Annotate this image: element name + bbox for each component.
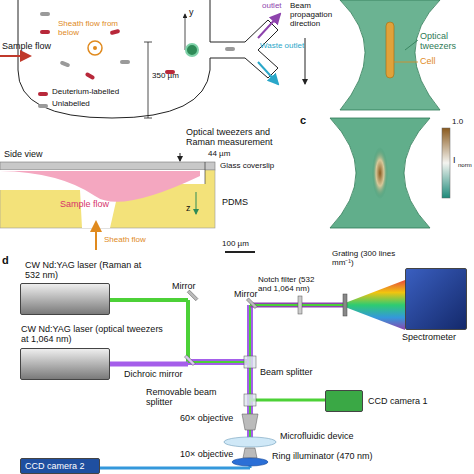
panel-letter: d: [2, 254, 14, 266]
instrument-label: CCD camera 1: [368, 397, 438, 407]
scale-bar-label: 100 µm: [222, 240, 272, 249]
colorbar-label: 1.0: [452, 118, 472, 127]
part-label: Removable beam splitter: [146, 388, 242, 408]
part-label: 60× objective: [180, 414, 242, 424]
view-label: Side view: [4, 150, 64, 160]
part-label: 10× objective: [180, 450, 242, 460]
label: Sample flow: [2, 42, 72, 52]
flow-label: Sheath flow: [104, 236, 164, 245]
colorbar-label: norm: [458, 162, 474, 169]
legend-text: Deuterium-labelled: [52, 88, 142, 97]
part-label: Beam splitter: [260, 368, 330, 378]
instrument-box: Spectrometer: [405, 268, 467, 330]
flow-label: Sheath flow from below: [58, 20, 138, 38]
label: Optical tweezers and Raman measurement: [186, 128, 296, 148]
flow-label: Waste outlet: [260, 42, 305, 51]
part-label: Grating (300 lines mm⁻¹): [332, 250, 402, 268]
legend-text: Unlabelled: [52, 100, 142, 109]
legend-swatch: [38, 92, 48, 96]
instrument-label: Spectrometer: [402, 333, 474, 343]
part-label: Dichroic mirror: [124, 370, 194, 380]
instrument-box: CW Nd:YAG laser (Raman at 532 nm): [20, 283, 110, 315]
flow-label: Sample flow: [60, 200, 120, 210]
instrument-label: CW Nd:YAG laser (optical tweezers at 1,0…: [21, 325, 171, 345]
part-label: Mirror: [172, 282, 212, 292]
panel-letter: c: [300, 114, 312, 126]
label: Beam propagation direction: [290, 2, 342, 28]
instrument-box: CW Nd:YAG laser (optical tweezers at 1,0…: [20, 348, 110, 380]
axis-label: y: [189, 8, 199, 18]
axis-label: z: [186, 204, 196, 214]
dimension: 44 µm: [208, 150, 248, 159]
part-label: PDMS: [222, 198, 262, 208]
part-label: Cell: [420, 57, 460, 67]
instrument-box: CCD camera 1: [325, 390, 363, 412]
instrument-label: CW Nd:YAG laser (Raman at 532 nm): [25, 261, 155, 281]
instrument-box: CCD camera 2: [20, 458, 100, 474]
part-label: Notch filter (532 and 1,064 nm): [258, 276, 330, 294]
part-label: Optical tweezers: [420, 32, 474, 52]
part-label: Ring illuminator (470 nm): [272, 452, 382, 462]
instrument-label: CCD camera 2: [25, 462, 101, 472]
legend-swatch: [38, 104, 48, 108]
part-label: Glass coverslip: [220, 162, 290, 171]
part-label: Microfluidic device: [280, 432, 370, 442]
cells: [40, 12, 235, 80]
dimension: 350 µm: [152, 72, 192, 81]
